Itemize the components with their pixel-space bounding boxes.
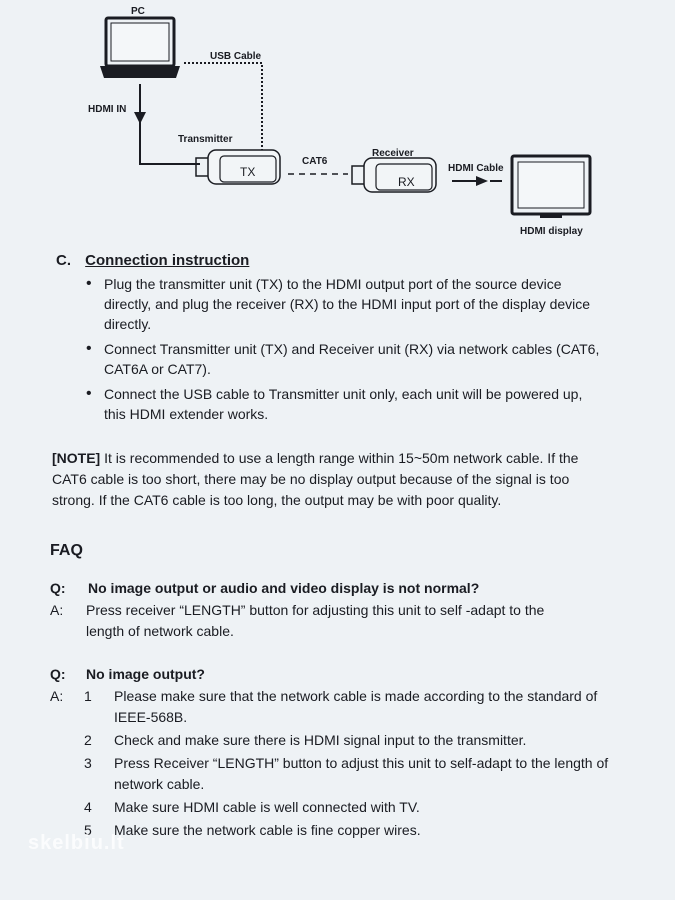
watermark: skelbiu.lt <box>28 832 125 854</box>
question-text: No image output? <box>86 666 205 682</box>
hdmi-display-label: HDMI display <box>520 226 583 237</box>
list-item: Connect the USB cable to Transmitter uni… <box>84 384 604 424</box>
list-item: Plug the transmitter unit (TX) to the HD… <box>84 274 604 334</box>
answer-text: Press receiver “LENGTH” button for adjus… <box>86 602 545 639</box>
receiver-device <box>351 157 437 193</box>
step-number: 4 <box>84 799 92 815</box>
step-number: 5 <box>84 822 92 838</box>
down-arrow-icon <box>134 112 146 124</box>
steps-list: 1 Please make sure that the network cable… <box>84 686 610 841</box>
question-tag: Q: <box>50 666 66 682</box>
section-heading: Connection instruction <box>85 252 250 269</box>
list-item: Connect Transmitter unit (TX) and Receiv… <box>84 339 604 379</box>
faq-answer-2: A: 1 Please make sure that the network ca… <box>50 686 610 843</box>
list-item: 4 Make sure HDMI cable is well connected … <box>84 797 610 818</box>
step-text: Check and make sure there is HDMI signal… <box>114 732 527 748</box>
step-text: Make sure the network cable is fine copp… <box>114 822 421 838</box>
tx-label: TX <box>240 165 255 179</box>
note-tag: [NOTE] <box>52 450 101 466</box>
usb-cable-line <box>184 62 263 158</box>
note-paragraph: [NOTE] It is recommended to use a length… <box>52 448 600 511</box>
receiver-label: Receiver <box>372 148 414 159</box>
connection-diagram: PC USB Cable HDMI IN Transmitter TX CAT6… <box>88 6 592 237</box>
faq-title: FAQ <box>50 542 83 559</box>
usb-cable-label: USB Cable <box>210 51 262 62</box>
question-text: No image output or audio and video displ… <box>88 580 480 596</box>
transmitter-device <box>195 149 281 185</box>
list-item: 2 Check and make sure there is HDMI signa… <box>84 730 610 751</box>
hdmi-in-label: HDMI IN <box>88 104 126 115</box>
note-text: It is recommended to use a length range … <box>52 450 579 508</box>
list-item: 1 Please make sure that the network cable… <box>84 686 610 728</box>
question-tag: Q: <box>50 580 66 596</box>
step-number: 3 <box>84 755 92 771</box>
step-number: 1 <box>84 688 92 704</box>
section-letter: C. <box>56 252 71 269</box>
step-number: 2 <box>84 732 92 748</box>
answer-tag: A: <box>50 688 64 704</box>
list-item: 3 Press Receiver “LENGTH” button to adjus… <box>84 753 610 795</box>
transmitter-label: Transmitter <box>178 134 233 145</box>
hdmi-in-line <box>139 84 200 165</box>
step-text: Make sure HDMI cable is well connected w… <box>114 799 420 815</box>
answer-tag: A: <box>50 602 64 618</box>
section-title: C. Connection instruction <box>56 252 249 269</box>
faq-question-1: Q: No image output or audio and video di… <box>50 578 610 599</box>
faq-answer-1: A: Press receiver “LENGTH” button for ad… <box>50 600 580 642</box>
cat6-label: CAT6 <box>302 156 328 167</box>
right-arrow-icon <box>476 176 488 186</box>
step-text: Press Receiver “LENGTH” button to adjust… <box>114 755 609 792</box>
rx-label: RX <box>398 175 415 189</box>
step-text: Please make sure that the network cable … <box>114 688 598 725</box>
laptop-icon <box>100 16 180 78</box>
hdmi-cable-label: HDMI Cable <box>448 163 504 174</box>
faq-question-2: Q: No image output? <box>50 664 610 685</box>
list-item: 5 Make sure the network cable is fine cop… <box>84 820 610 841</box>
display-icon <box>510 154 592 218</box>
connection-list: Plug the transmitter unit (TX) to the HD… <box>84 274 604 429</box>
pc-label: PC <box>131 6 145 17</box>
